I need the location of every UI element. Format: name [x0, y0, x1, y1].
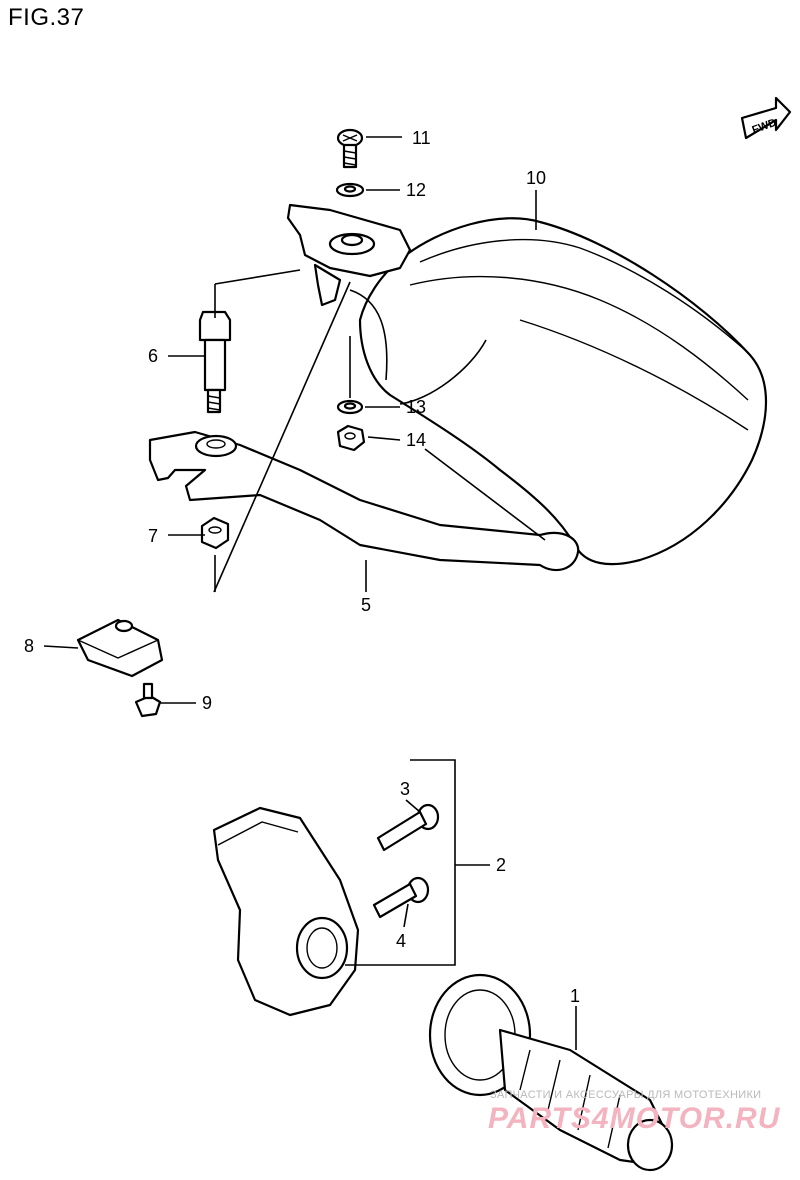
callout-6: 6 [148, 346, 158, 366]
bolt-part-6 [198, 310, 232, 414]
callout-4: 4 [396, 931, 406, 951]
screw-part-4 [372, 876, 430, 919]
callout-11: 11 [412, 128, 431, 148]
nut-part-14 [336, 424, 366, 452]
hand-guard-part-10 [358, 217, 767, 566]
callout-14: 14 [406, 430, 426, 450]
grip-part-1 [428, 973, 674, 1172]
callout-12: 12 [406, 180, 426, 200]
washer-part-13 [336, 399, 364, 415]
callout-3: 3 [400, 779, 410, 799]
callout-9: 9 [202, 693, 212, 713]
callout-8: 8 [24, 636, 34, 656]
callout-7: 7 [148, 526, 158, 546]
callout-13: 13 [406, 397, 426, 417]
washer-part-12 [335, 182, 365, 198]
nut-part-7 [200, 516, 230, 550]
callout-2: 2 [496, 855, 506, 875]
screw-part-9 [134, 682, 162, 718]
figure-title: FIG.37 [8, 4, 85, 31]
switch-part-8 [76, 618, 164, 678]
lever-part-5 [148, 430, 580, 572]
callout-1: 1 [570, 986, 580, 1006]
throttle-housing-part-2 [212, 806, 360, 1017]
watermark-logo: PARTS4MOTOR.RU [488, 1102, 781, 1135]
leader-lines [43, 136, 577, 1050]
callout-10: 10 [526, 168, 546, 188]
clamp-bracket [286, 203, 412, 307]
fwd-arrow-icon: FWD [740, 96, 792, 140]
callout-5: 5 [361, 595, 371, 615]
screw-part-11 [336, 128, 364, 169]
screw-part-3 [376, 803, 440, 852]
watermark-tagline: ЗАПЧАСТИ И АКСЕССУАРЫ ДЛЯ МОТОТЕХНИКИ [490, 1089, 761, 1101]
